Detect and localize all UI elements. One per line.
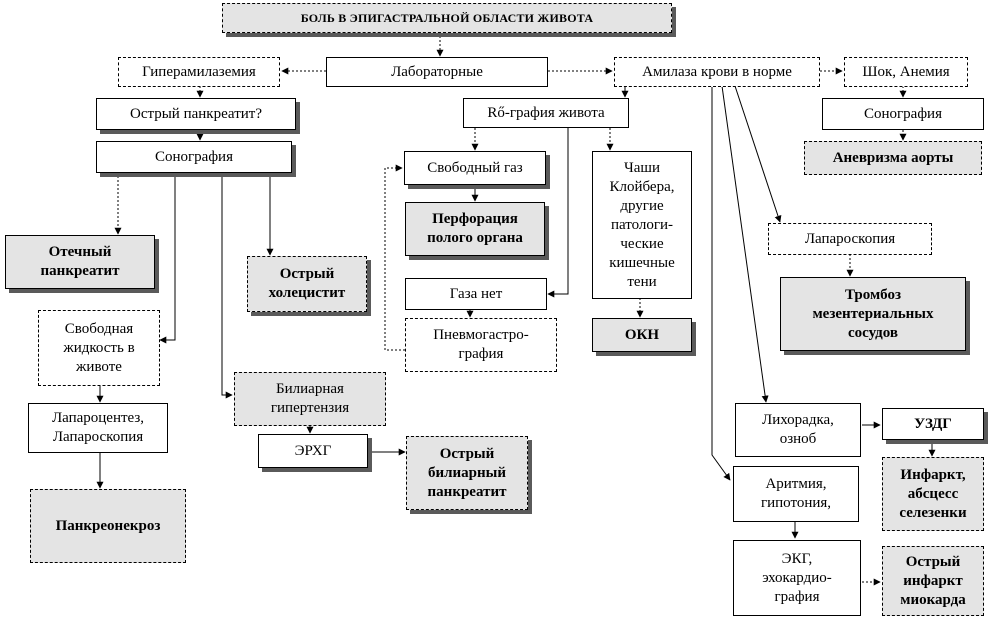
node-aortic-aneurysm: Аневризма аорты: [804, 141, 982, 175]
node-laparocentesis: Лапароцентез, Лапароскопия: [28, 403, 168, 453]
node-perforation: Перфорация полого органа: [405, 202, 545, 256]
node-okn: ОКН: [592, 318, 692, 352]
node-biliary-pancreatitis: Острый билиарный панкреатит: [406, 436, 528, 510]
node-free-gas: Свободный газ: [404, 151, 546, 185]
node-acute-cholecystitis: Острый холецистит: [247, 256, 367, 312]
edge-xray-nogas: [547, 128, 569, 298]
node-fever: Лихорадка, озноб: [735, 403, 861, 457]
edge-sono-biliary: [221, 172, 233, 399]
edge-amylase-arrhythmia: [711, 86, 731, 481]
node-xray: Rő-графия живота: [463, 98, 629, 128]
node-hyperamylasemia: Гиперамилаземия: [118, 57, 280, 87]
node-shock: Шок, Анемия: [844, 57, 968, 87]
node-ecg: ЭКГ, эхокардио- графия: [733, 540, 861, 616]
edge-sono-fluid: [159, 172, 176, 344]
node-uzdg: УЗДГ: [882, 408, 984, 440]
node-spleen-infarct: Инфаркт, абсцесс селезенки: [882, 457, 984, 531]
node-mesenteric-thrombosis: Тромбоз мезентериальных сосудов: [780, 277, 966, 351]
node-mi: Острый инфаркт миокарда: [882, 546, 984, 616]
node-kloiber: Чаши Клойбера, другие патологи- ческие к…: [592, 151, 692, 299]
node-sonography-right: Сонография: [822, 98, 984, 130]
node-erhg: ЭРХГ: [258, 434, 368, 468]
edge-amylase-fever: [721, 85, 769, 403]
node-no-gas: Газа нет: [405, 278, 547, 310]
node-acute-pancreatitis-q: Острый панкреатит?: [96, 98, 296, 130]
node-pancreonecrosis: Панкреонекроз: [30, 489, 186, 563]
node-biliary-hypertension: Билиарная гипертензия: [234, 372, 386, 426]
node-free-fluid: Свободная жидкость в животе: [38, 310, 160, 386]
node-laparoscopy-right: Лапароскопия: [768, 223, 932, 255]
node-arrhythmia: Аритмия, гипотония,: [733, 466, 859, 522]
node-sonography-left: Сонография: [96, 141, 292, 173]
node-pneumogastrography: Пневмогастро- графия: [405, 318, 557, 372]
node-lab: Лабораторные: [326, 57, 548, 87]
node-amylase-normal: Амилаза крови в норме: [614, 57, 820, 87]
edge-pneumo-freegas: [384, 164, 405, 351]
node-edematous-pancreatitis: Отечный панкреатит: [5, 235, 155, 289]
node-title: БОЛЬ В ЭПИГАСТРАЛЬНОЙ ОБЛАСТИ ЖИВОТА: [222, 3, 672, 33]
edge-amylase-laparo: [734, 85, 782, 223]
